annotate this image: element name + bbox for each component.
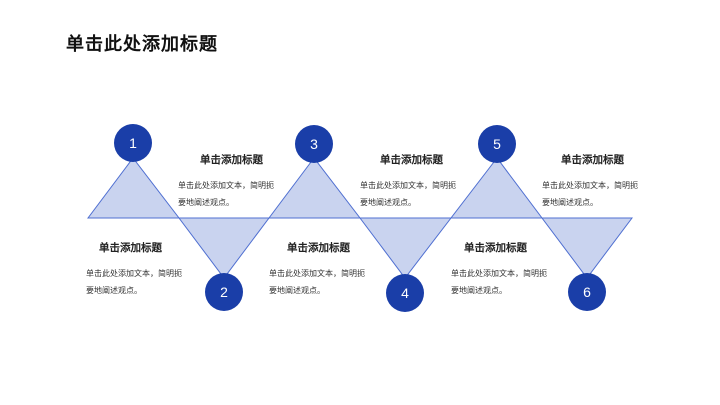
step-4-marker: 4 — [386, 274, 424, 312]
step-3-marker: 3 — [295, 125, 333, 163]
step-2-marker: 2 — [205, 273, 243, 311]
step-2-text-block: 单击添加标题 单击此处添加文本，简明扼要地阐述观点。 — [86, 240, 206, 299]
step-3-heading[interactable]: 单击添加标题 — [380, 154, 443, 166]
step-5-number: 5 — [493, 136, 501, 152]
step-5-body[interactable]: 单击此处添加文本，简明扼要地阐述观点。 — [542, 181, 638, 207]
step-4-number: 4 — [401, 285, 409, 301]
step-6-number: 6 — [583, 284, 591, 300]
step-6-triangle — [541, 217, 633, 279]
step-4-body[interactable]: 单击此处添加文本，简明扼要地阐述观点。 — [269, 269, 365, 295]
step-1-triangle — [87, 157, 181, 219]
step-2-heading[interactable]: 单击添加标题 — [99, 242, 162, 254]
step-4-triangle — [359, 217, 453, 279]
step-4-text-block: 单击添加标题 单击此处添加文本，简明扼要地阐述观点。 — [269, 240, 389, 299]
step-1-heading[interactable]: 单击添加标题 — [200, 154, 263, 166]
step-5-text-block: 单击添加标题 单击此处添加文本，简明扼要地阐述观点。 — [542, 152, 662, 211]
step-1-number: 1 — [129, 135, 137, 151]
step-5-triangle — [449, 157, 543, 219]
step-1-body[interactable]: 单击此处添加文本，简明扼要地阐述观点。 — [178, 181, 274, 207]
step-2-triangle — [178, 217, 270, 279]
slide-title[interactable]: 单击此处添加标题 — [66, 34, 218, 55]
step-5-heading[interactable]: 单击添加标题 — [561, 154, 624, 166]
step-3-triangle — [268, 157, 362, 219]
step-6-marker: 6 — [568, 273, 606, 311]
step-1-marker: 1 — [114, 124, 152, 162]
step-4-heading[interactable]: 单击添加标题 — [287, 242, 350, 254]
step-3-number: 3 — [310, 136, 318, 152]
step-3-text-block: 单击添加标题 单击此处添加文本，简明扼要地阐述观点。 — [360, 152, 480, 211]
step-3-body[interactable]: 单击此处添加文本，简明扼要地阐述观点。 — [360, 181, 456, 207]
step-6-text-block: 单击添加标题 单击此处添加文本，简明扼要地阐述观点。 — [451, 240, 571, 299]
step-5-marker: 5 — [478, 125, 516, 163]
step-2-number: 2 — [220, 284, 228, 300]
step-1-text-block: 单击添加标题 单击此处添加文本，简明扼要地阐述观点。 — [178, 152, 298, 211]
step-6-heading[interactable]: 单击添加标题 — [464, 242, 527, 254]
step-2-body[interactable]: 单击此处添加文本，简明扼要地阐述观点。 — [86, 269, 182, 295]
step-6-body[interactable]: 单击此处添加文本，简明扼要地阐述观点。 — [451, 269, 547, 295]
